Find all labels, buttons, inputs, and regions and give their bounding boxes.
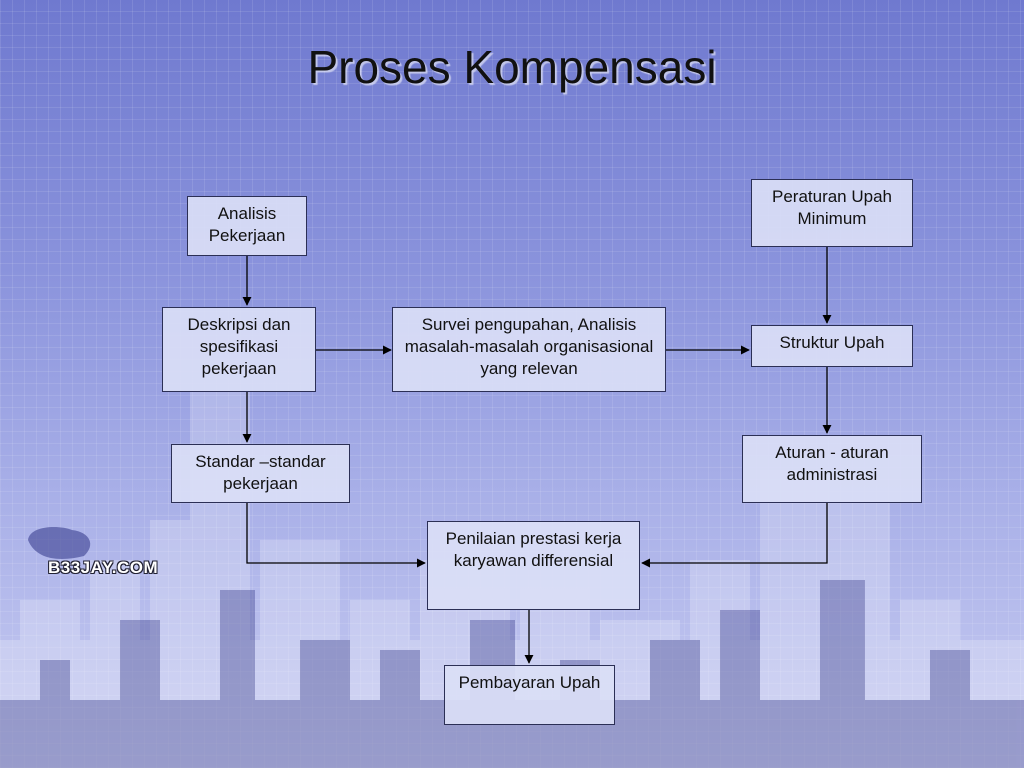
node-peraturan-upah-minimum: Peraturan Upah Minimum <box>751 179 913 247</box>
node-penilaian-prestasi: Penilaian prestasi kerja karyawan differ… <box>427 521 640 610</box>
edge-standar-penilaian <box>246 503 426 568</box>
node-label: Peraturan Upah Minimum <box>771 187 893 228</box>
node-label: Survei pengupahan, Analisis masalah-masa… <box>404 315 654 378</box>
watermark-blob-shape <box>28 527 91 559</box>
node-struktur-upah: Struktur Upah <box>751 325 913 367</box>
node-analisis-pekerjaan: Analisis Pekerjaan <box>187 196 307 256</box>
node-label: Struktur Upah <box>779 333 885 352</box>
site-watermark: B33JAY.COM <box>48 558 159 577</box>
slide-title: Proses Kompensasi <box>307 41 717 93</box>
node-label: Penilaian prestasi kerja karyawan differ… <box>445 529 622 570</box>
node-deskripsi-spesifikasi: Deskripsi dan spesifikasi pekerjaan <box>162 307 316 392</box>
node-pembayaran-upah: Pembayaran Upah <box>444 665 615 725</box>
node-survei-pengupahan: Survei pengupahan, Analisis masalah-masa… <box>392 307 666 392</box>
node-label: Analisis Pekerjaan <box>208 204 286 245</box>
node-label: Deskripsi dan spesifikasi pekerjaan <box>187 315 291 378</box>
node-standar-pekerjaan: Standar –standar pekerjaan <box>171 444 350 503</box>
node-label: Pembayaran Upah <box>458 673 601 692</box>
node-aturan-administrasi: Aturan - aturan administrasi <box>742 435 922 503</box>
node-label: Aturan - aturan administrasi <box>775 443 889 484</box>
node-label: Standar –standar pekerjaan <box>195 452 326 493</box>
edge-aturan-penilaian <box>641 503 828 568</box>
